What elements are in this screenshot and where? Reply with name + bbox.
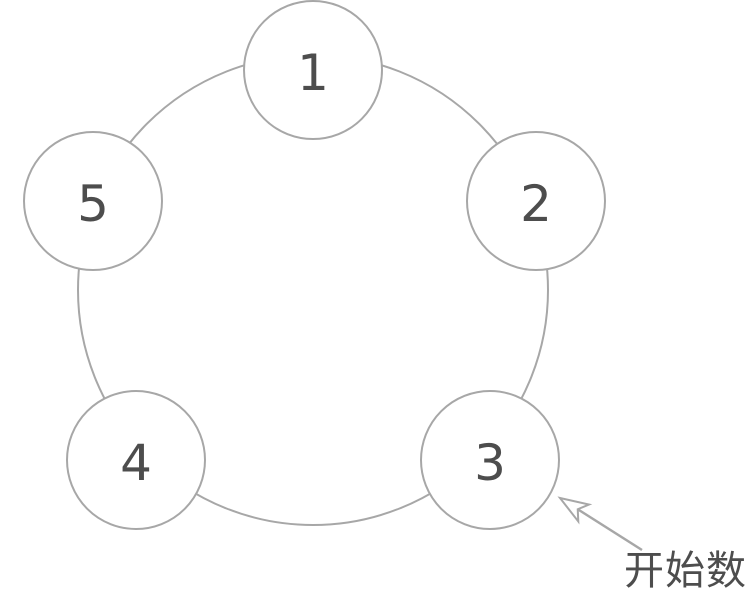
node-circle xyxy=(420,390,560,530)
node-5: 5 xyxy=(23,131,163,271)
node-1: 1 xyxy=(243,0,383,140)
arrow-shaft xyxy=(577,508,643,552)
annotation-label: 开始数 xyxy=(624,548,747,594)
nodes-layer: 1 2 3 4 5 xyxy=(23,0,606,530)
node-circle xyxy=(66,390,206,530)
node-circle xyxy=(466,131,606,271)
node-label: 2 xyxy=(520,175,552,233)
node-3: 3 xyxy=(420,390,560,530)
node-circle xyxy=(23,131,163,271)
node-4: 4 xyxy=(66,390,206,530)
node-label: 3 xyxy=(474,434,506,492)
node-label: 1 xyxy=(297,44,329,102)
node-circle xyxy=(243,0,383,140)
node-label: 4 xyxy=(120,434,152,492)
node-label: 5 xyxy=(77,175,109,233)
node-2: 2 xyxy=(466,131,606,271)
arrow-head-icon xyxy=(557,496,593,525)
